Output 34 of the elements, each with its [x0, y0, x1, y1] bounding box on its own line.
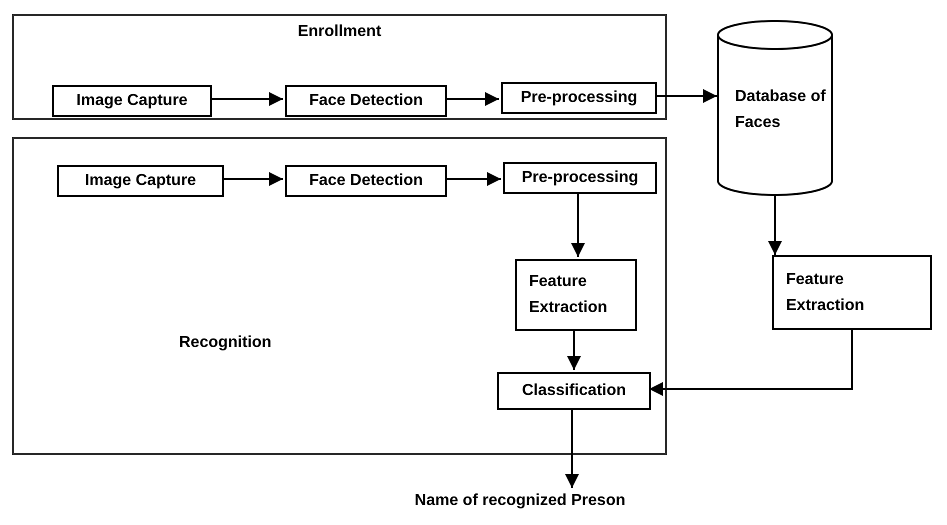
process-box [285, 85, 447, 117]
process-box [772, 255, 932, 330]
node-label: Face Detection [309, 171, 423, 191]
arrow [655, 89, 717, 103]
arrow [445, 92, 499, 106]
recognition-panel [12, 137, 667, 455]
process-box [285, 165, 447, 197]
node-label: Face Detection [309, 91, 423, 111]
process-box [52, 85, 212, 117]
enrollment-panel [12, 14, 667, 120]
node-label: Feature Extraction [786, 270, 866, 316]
process-box [515, 259, 637, 331]
process-box [57, 165, 224, 197]
node-label: Name of recognized Preson [414, 491, 626, 511]
node-label: Classification [522, 381, 626, 401]
node-label: Enrollment [298, 22, 382, 42]
arrow [567, 329, 581, 370]
arrow [565, 408, 579, 488]
node-label: Database of Faces [735, 88, 826, 131]
node-label: Image Capture [84, 171, 196, 191]
node-label: Pre-processing [520, 88, 638, 108]
node-label: Feature Extraction [529, 272, 608, 318]
arrow [649, 330, 853, 396]
process-box [503, 162, 657, 194]
process-box [501, 82, 657, 114]
arrow [445, 172, 501, 186]
node-label: Pre-processing [522, 168, 638, 188]
arrow [768, 196, 782, 255]
process-box [497, 372, 651, 410]
arrow [222, 172, 283, 186]
arrow [210, 92, 283, 106]
arrow [571, 192, 585, 257]
node-label: Image Capture [76, 91, 188, 111]
node-label: Recognition [179, 334, 272, 351]
